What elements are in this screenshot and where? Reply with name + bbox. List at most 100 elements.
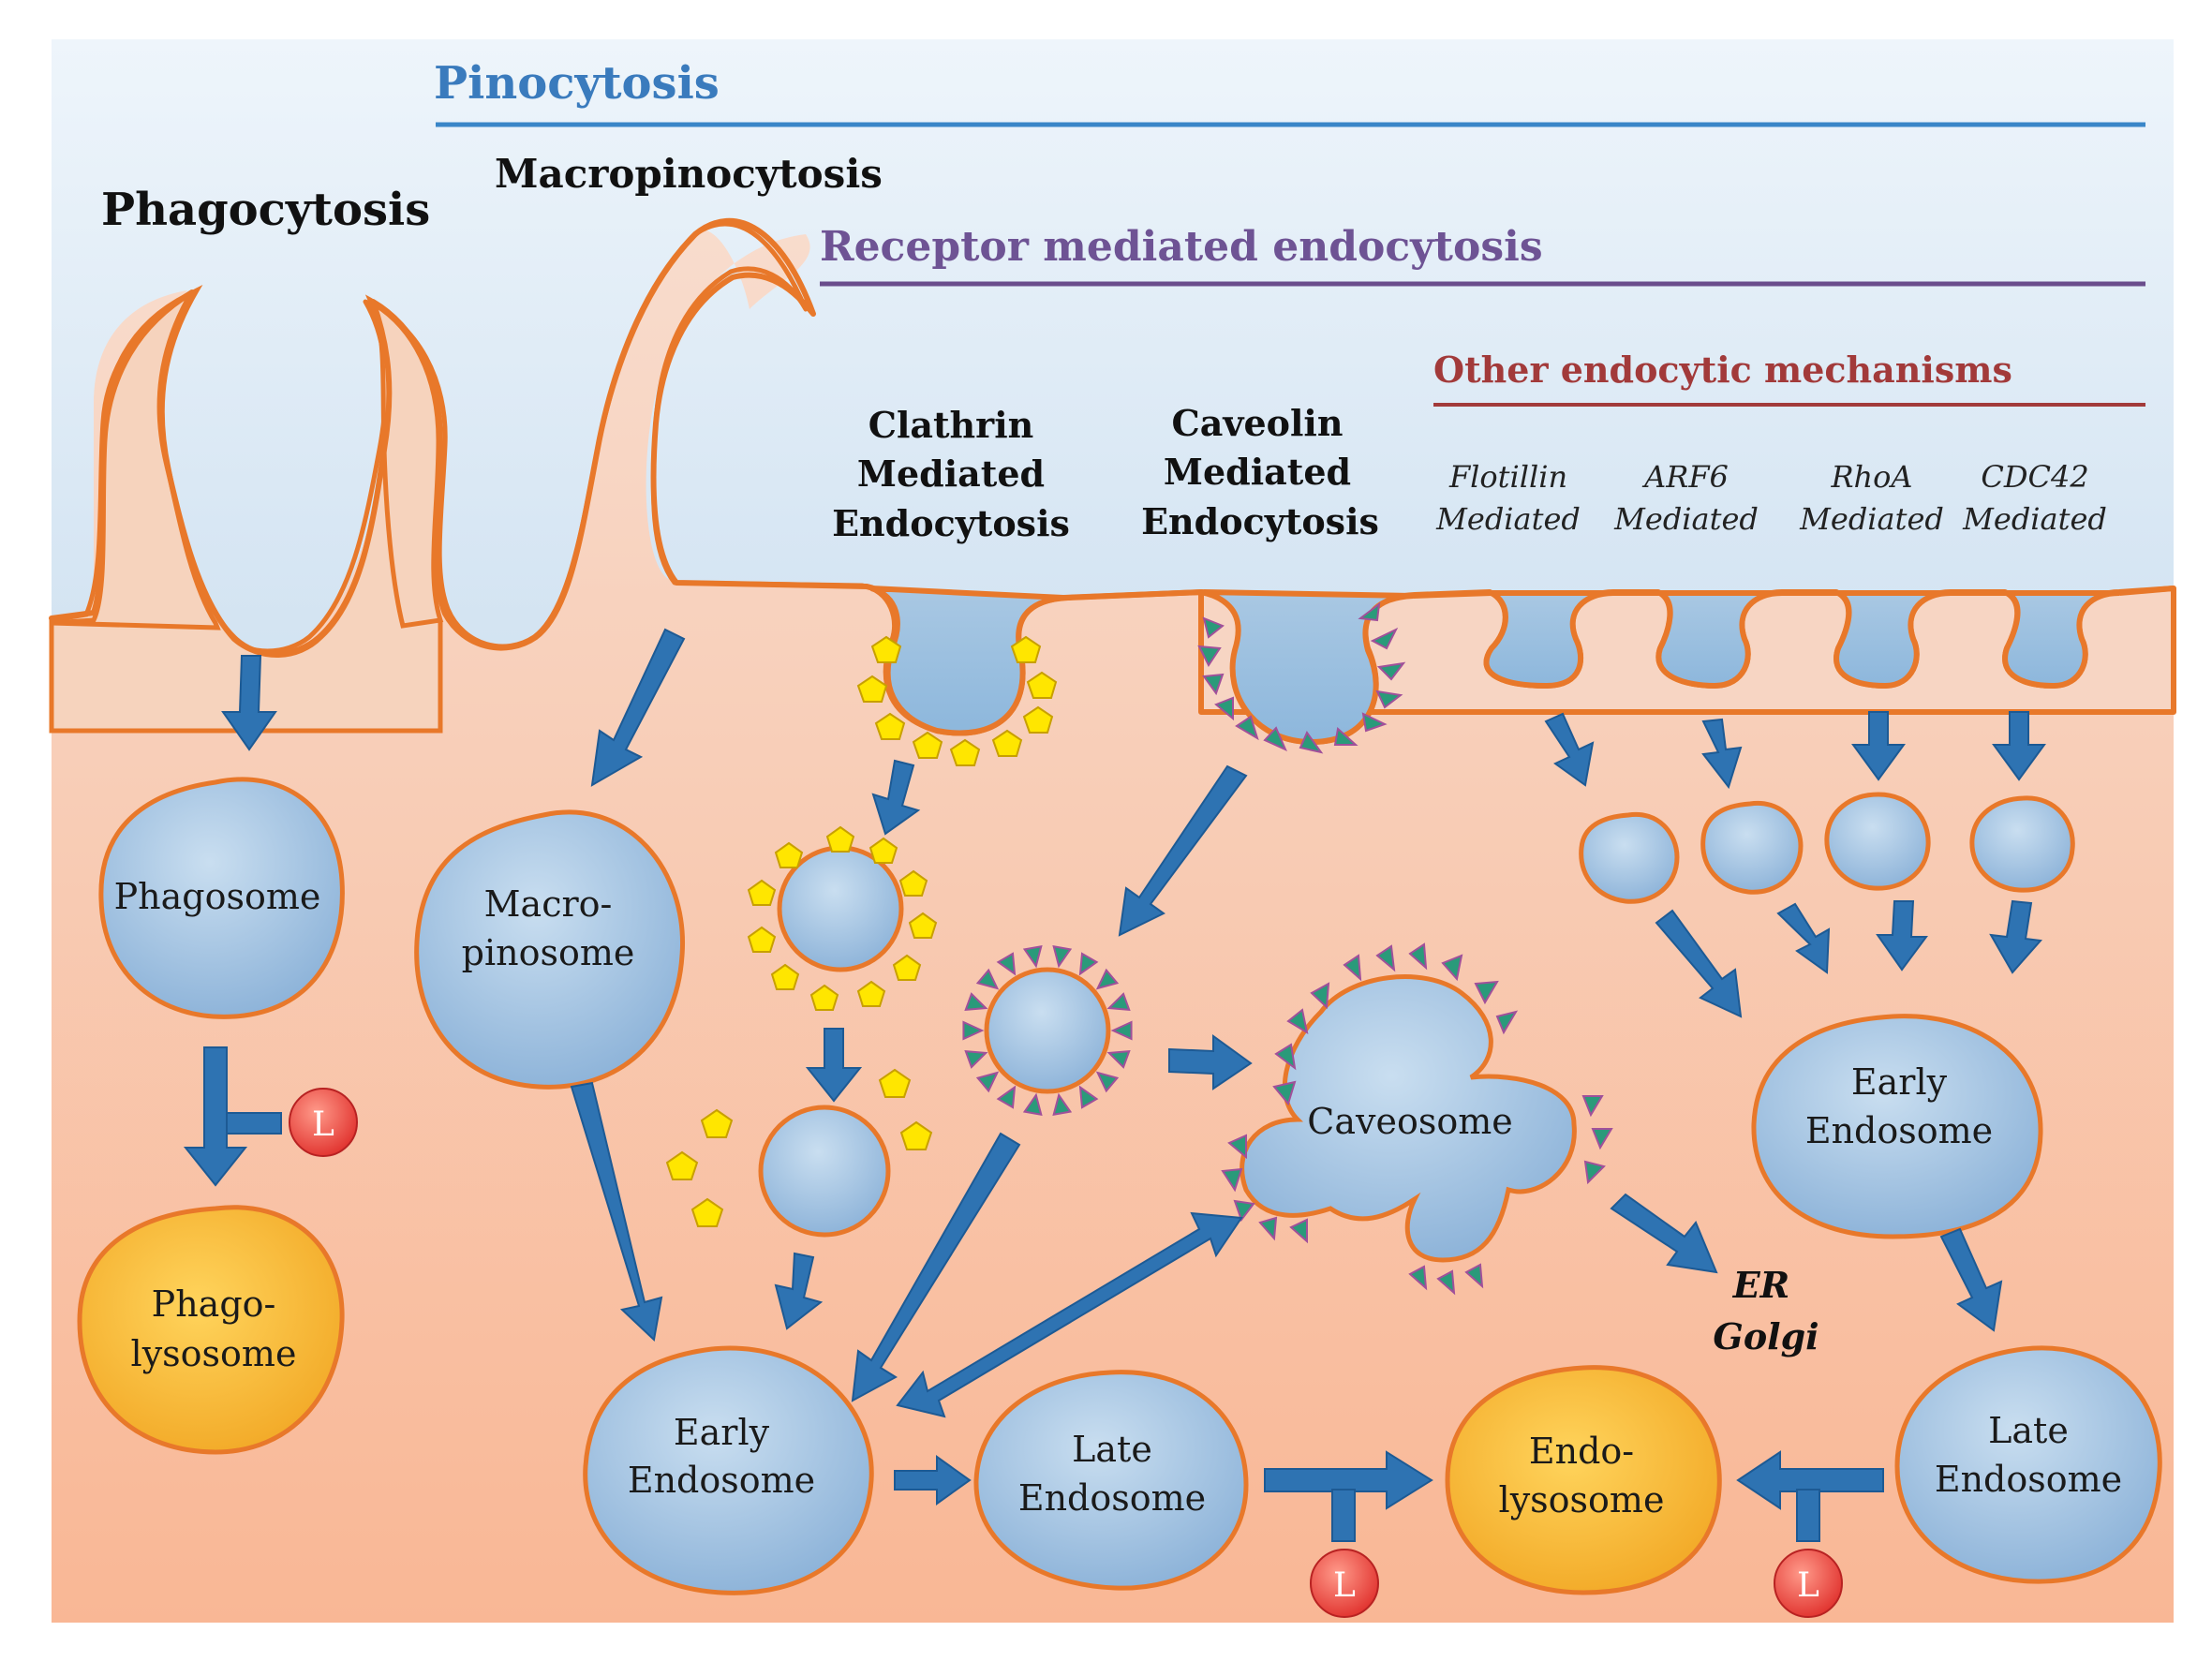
caveolin-unit bbox=[1408, 1265, 1428, 1291]
clathrin-unit bbox=[770, 963, 800, 990]
arrow-to-caveolin-vesicle bbox=[1118, 764, 1248, 937]
flotillin-vesicle bbox=[1579, 811, 1680, 904]
flotillin-label-line1: Flotillin bbox=[1448, 459, 1567, 495]
clathrin-unit bbox=[774, 841, 804, 868]
clathrin-unit bbox=[1022, 705, 1054, 734]
arrow-early-endosome-caveosome bbox=[896, 1211, 1243, 1418]
clathrin-unit bbox=[868, 837, 898, 864]
pinocytosis-title: Pinocytosis bbox=[434, 57, 720, 110]
arf6-label-line2: Mediated bbox=[1613, 501, 1759, 537]
phagolysosome-label-line2: lysosome bbox=[131, 1333, 297, 1374]
caveolin-unit bbox=[1197, 645, 1222, 667]
inhibitor-bar-phago bbox=[226, 1112, 282, 1135]
caveolin-unit bbox=[1375, 690, 1403, 709]
rhoa-label-line1: RhoA bbox=[1830, 459, 1912, 495]
inhibitor-left-circle bbox=[1310, 1549, 1379, 1618]
arrow-late-to-endolysosome-left bbox=[1264, 1450, 1433, 1510]
early-endosome-right-label-line1: Early bbox=[1851, 1061, 1948, 1103]
caveolin-unit bbox=[1370, 627, 1399, 650]
caveolin-unit bbox=[1272, 1080, 1297, 1106]
inhibitor-phago: L bbox=[289, 1088, 358, 1157]
clathrin-unit bbox=[870, 635, 902, 663]
caveolin-unit bbox=[1233, 1199, 1255, 1223]
arrow-rhoa-down bbox=[1851, 711, 1906, 781]
other-mechanisms-title: Other endocytic mechanisms bbox=[1433, 349, 2012, 391]
arrow-cdc42-down bbox=[1992, 711, 2046, 781]
other-pits bbox=[1483, 590, 2120, 690]
rhoa-vesicle bbox=[1824, 792, 1931, 891]
endolysosome-label-line1: Endo- bbox=[1529, 1431, 1634, 1472]
caveolin-unit bbox=[1375, 944, 1396, 972]
phagosome-label: Phagosome bbox=[114, 876, 321, 917]
caveolin-unit bbox=[1214, 696, 1234, 721]
early-endosome-left bbox=[583, 1345, 874, 1595]
flotillin-label-line2: Mediated bbox=[1435, 501, 1581, 537]
inhibitor-bar-right bbox=[1796, 1489, 1820, 1542]
caveolin-unit bbox=[1106, 992, 1131, 1011]
clathrin-unit bbox=[825, 825, 855, 853]
caveolin-unit bbox=[1078, 952, 1099, 976]
arrow-macropinosome-to-early-endosome bbox=[570, 1081, 663, 1342]
late-endosome-right bbox=[1894, 1345, 2162, 1584]
caveolin-unit bbox=[1361, 712, 1388, 733]
caveolin-unit bbox=[1591, 1128, 1613, 1150]
caveolin-unit bbox=[1274, 1043, 1297, 1071]
inhibitor-phago-label: L bbox=[312, 1105, 334, 1144]
released-clathrin bbox=[665, 1068, 933, 1227]
endolysosome-label-line2: lysosome bbox=[1499, 1479, 1665, 1520]
clathrin-coat-pit bbox=[856, 635, 1058, 766]
late-endosome-left bbox=[973, 1370, 1249, 1591]
clathrin-label-line2: Mediated bbox=[857, 452, 1045, 495]
phagocytosis-title: Phagocytosis bbox=[101, 184, 430, 236]
caveolin-unit bbox=[1581, 1095, 1604, 1118]
clathrin-unit bbox=[809, 984, 839, 1011]
caveolin-coated-vesicle bbox=[984, 967, 1111, 1094]
macropinosome-label-line1: Macro- bbox=[484, 883, 613, 925]
clathrin-unit bbox=[898, 869, 928, 897]
caveolin-unit bbox=[1095, 968, 1120, 990]
caveolin-unit bbox=[1310, 982, 1330, 1010]
caveolin-unit bbox=[964, 992, 988, 1011]
other-pathway-labels: Flotillin Mediated ARF6 Mediated RhoA Me… bbox=[1435, 459, 2107, 537]
arrow-late-to-endolysosome-right bbox=[1736, 1450, 1884, 1510]
clathrin-unit bbox=[856, 675, 888, 703]
early-endosome-right bbox=[1751, 1014, 2043, 1239]
late-endosome-right-label-line2: Endosome bbox=[1935, 1459, 2122, 1500]
inhibitor-right: L bbox=[1774, 1549, 1843, 1618]
caveosome-label: Caveosome bbox=[1307, 1101, 1512, 1142]
arrow-vesicle-to-early-endosome bbox=[774, 1252, 824, 1330]
caveolin-unit bbox=[1078, 1085, 1099, 1109]
macropinosome bbox=[414, 809, 685, 1090]
arrow-to-clathrin-vesicle bbox=[871, 759, 921, 836]
clathrin-coat-vesicle bbox=[747, 825, 938, 1011]
caveolin-unit bbox=[1052, 944, 1073, 969]
caveolin-unit bbox=[1464, 1263, 1484, 1289]
caveolin-unit bbox=[1343, 954, 1362, 982]
arrow-phagosome-to-phagolysosome bbox=[183, 1046, 248, 1187]
arrow-to-macropinosome bbox=[590, 628, 686, 787]
inhibitor-phago-circle bbox=[289, 1088, 358, 1157]
late-endosome-left-label-line1: Late bbox=[1072, 1429, 1152, 1470]
caveolin-label-line2: Mediated bbox=[1164, 451, 1351, 493]
arrow-arf6-to-endosome bbox=[1776, 902, 1831, 974]
caveolin-label-line1: Caveolin bbox=[1172, 402, 1344, 444]
caveolin-unit bbox=[1235, 715, 1259, 741]
cdc42-label-line2: Mediated bbox=[1962, 501, 2107, 537]
early-endosome-right-label-line2: Endosome bbox=[1805, 1110, 1993, 1151]
caveolin-unit bbox=[1441, 954, 1463, 982]
arrow-flotillin-to-endosome bbox=[1655, 909, 1743, 1018]
caveosome bbox=[1240, 974, 1577, 1263]
early-endosome-left-label-line1: Early bbox=[674, 1412, 770, 1453]
caveolin-unit bbox=[1202, 616, 1225, 639]
arrow-early-to-late-endosome-right bbox=[1939, 1227, 2003, 1332]
cytoplasm bbox=[52, 230, 2174, 1623]
caveolin-unit bbox=[1289, 1218, 1308, 1244]
clathrin-unit bbox=[700, 1108, 734, 1138]
clathrin-label-line1: Clathrin bbox=[868, 404, 1034, 446]
late-endosome-right-label-line1: Late bbox=[1988, 1410, 2069, 1451]
arrow-to-er-golgi bbox=[1610, 1193, 1718, 1274]
arrow-cdc42-to-endosome bbox=[1989, 899, 2043, 974]
clathrin-pit bbox=[870, 586, 1064, 736]
clathrin-unit bbox=[665, 1150, 699, 1180]
